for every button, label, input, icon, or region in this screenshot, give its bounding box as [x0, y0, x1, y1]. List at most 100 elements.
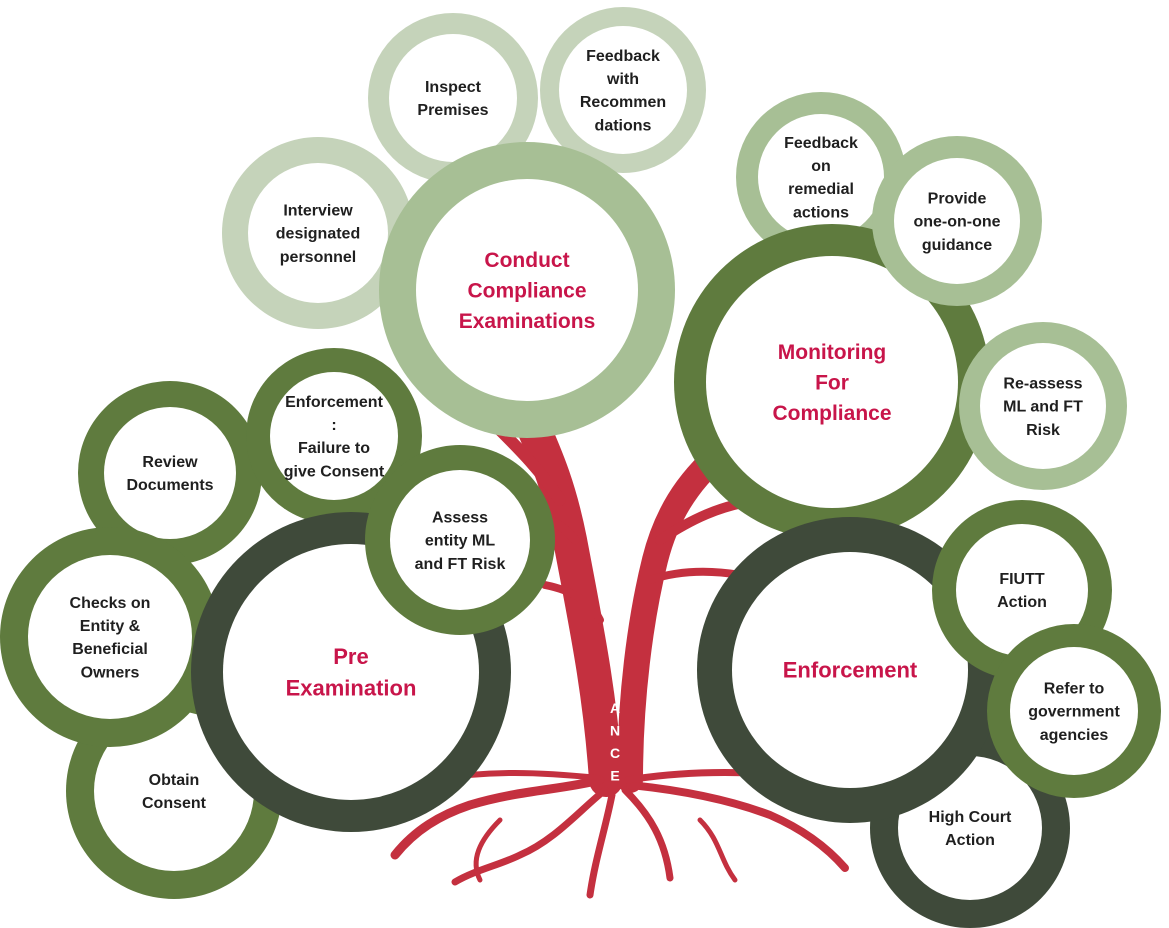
label-line: Examination [286, 676, 417, 701]
label-line: give Consent [284, 463, 385, 480]
tree-root [390, 775, 605, 860]
trunk-letter: I [613, 678, 617, 694]
label-line: dations [595, 117, 652, 134]
label-line: Refer to [1044, 680, 1105, 697]
label-line: entity ML [425, 533, 495, 550]
label-line: Owners [81, 664, 140, 681]
label-line: Feedback [586, 48, 660, 65]
label-line: : [331, 417, 336, 434]
feedback-remedial-node: Feedback on remedial actions [736, 92, 906, 262]
label-line: remedial [788, 181, 854, 198]
trunk-letter: C [610, 565, 620, 581]
trunk-letter: C [610, 745, 620, 761]
label-line: Action [945, 832, 995, 849]
one-on-one-guidance-node: Provide one-on-one guidance [872, 136, 1042, 306]
interview-personnel-node: Interview designated personnel [222, 137, 414, 329]
label-line: agencies [1040, 727, 1109, 744]
label-line: Pre [333, 644, 368, 669]
label-line: Failure to [298, 440, 370, 457]
label-line: government [1028, 704, 1120, 721]
trunk-letter: P [610, 633, 619, 649]
label-line: Conduct [484, 249, 569, 272]
feedback-remedial-label: Feedback on remedial actions [784, 135, 858, 222]
label-line: Recommen [580, 94, 666, 111]
label-line: guidance [922, 237, 992, 254]
label-line: Feedback [784, 135, 858, 152]
reassess-risk-node: Re-assess ML and FT Risk [959, 322, 1127, 490]
trunk-letter: A [610, 700, 620, 716]
label-line: Interview [283, 202, 353, 219]
label-line: with [606, 71, 639, 88]
tree-root [473, 817, 503, 883]
reassess-risk-label: Re-assess ML and FT Risk [1003, 375, 1083, 438]
enforcement-consent-node: Enforcement: Failure to give Consent [246, 348, 422, 524]
label-line: High Court [929, 809, 1012, 826]
label-line: Documents [126, 477, 213, 494]
enforcement-node: Enforcement [697, 517, 1003, 823]
fiutt-action-label: FIUTT Action [997, 571, 1047, 611]
tree-branch [541, 581, 604, 624]
label-line: Beneficial [72, 641, 148, 658]
label-line: actions [793, 204, 849, 221]
tree-root [621, 786, 674, 882]
label-line: Provide [928, 190, 987, 207]
label-line: Assess [432, 509, 488, 526]
trunk-letter: N [610, 723, 620, 739]
assess-risk-label: Assess entity ML and FT Risk [415, 509, 506, 572]
tree-root [697, 817, 738, 883]
tree-root [586, 791, 616, 899]
refer-agencies-node: Refer to government agencies [987, 624, 1161, 798]
label-line: Re-assess [1003, 375, 1082, 392]
label-line: Enforcement [285, 394, 383, 411]
label-line: Risk [1026, 422, 1060, 439]
label-line: Compliance [772, 402, 891, 425]
label-line: Action [997, 594, 1047, 611]
enforcement-label: Enforcement [783, 658, 918, 683]
label-line: designated [276, 226, 360, 243]
label-line: Consent [142, 795, 207, 812]
label-line: Compliance [467, 279, 586, 302]
label-line: Examinations [459, 310, 596, 333]
enforcement-consent-label: Enforcement: Failure to give Consent [284, 394, 385, 481]
label-line: Premises [417, 102, 488, 119]
label-line: Obtain [149, 772, 200, 789]
label-line: Review [142, 454, 198, 471]
label-line: FIUTT [999, 571, 1045, 588]
label-line: and FT Risk [415, 556, 506, 573]
tree-root [626, 781, 849, 872]
label-line: Inspect [425, 79, 482, 96]
label-line: ML and FT [1003, 399, 1083, 416]
interview-personnel-label: Interview designated personnel [276, 202, 360, 265]
tree-trunk [513, 403, 623, 797]
trunk-letter: L [611, 655, 620, 671]
label-line: For [815, 371, 849, 394]
trunk-letter: O [610, 588, 621, 604]
label-line: Entity & [80, 618, 141, 635]
refer-agencies-label: Refer to government agencies [1028, 680, 1120, 743]
label-line: one-on-one [913, 214, 1000, 231]
trunk-letter: M [609, 610, 621, 626]
label-line: on [811, 158, 831, 175]
label-line: Checks on [70, 595, 151, 612]
trunk-letter: E [610, 768, 619, 784]
label-line: Monitoring [778, 341, 886, 364]
label-line: personnel [280, 249, 356, 266]
